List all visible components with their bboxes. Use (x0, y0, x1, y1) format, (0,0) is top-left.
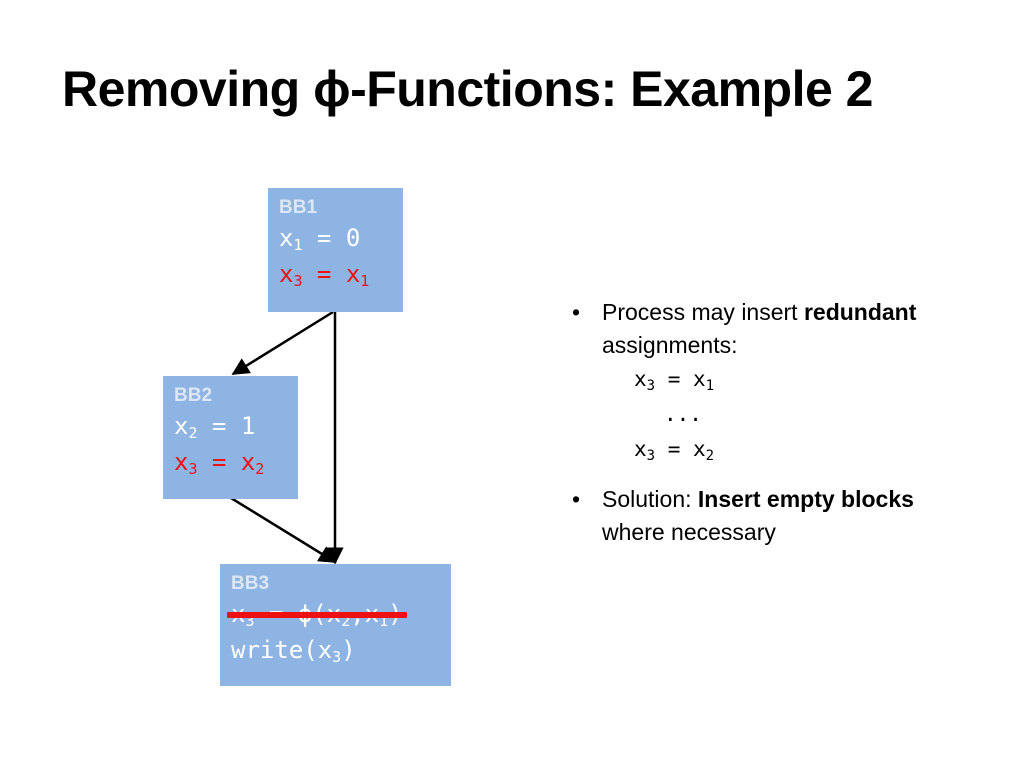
bullet-dot: • (572, 486, 581, 512)
assign-x3-from-x2: x3 = x2 (174, 448, 265, 478)
basic-block-bb1: BB1 x1 = 0 x3 = x1 (268, 188, 403, 312)
bullet-list: • Process may insert redundant assignmen… (572, 296, 972, 563)
basic-block-bb3: BB3 x3 = ϕ(x2,x1) write(x3) (220, 564, 451, 686)
bullet-solution: • Solution: Insert empty blocks where ne… (572, 483, 972, 549)
write-call: write(x3) (231, 636, 356, 666)
code-line-2: x3 = x2 (634, 437, 715, 464)
phi-line: x3 = ϕ(x2,x1) (227, 596, 441, 632)
strikethrough-bar (227, 612, 407, 618)
bullet-dot: • (572, 299, 581, 325)
basic-block-bb2: BB2 x2 = 1 x3 = x2 (163, 376, 298, 499)
code-line-1: x3 = x1 (634, 367, 715, 394)
block-label: BB1 (279, 197, 318, 218)
block-label: BB2 (174, 385, 213, 406)
assign-x1: x1 = 0 (279, 224, 361, 254)
block-label: BB3 (231, 573, 270, 594)
edge-bb2-bb3 (230, 496, 337, 564)
slide-title: Removing ϕ-Functions: Example 2 (62, 61, 874, 117)
edge-bb1-bb2 (231, 310, 334, 376)
assign-x3-from-x1: x3 = x1 (279, 260, 370, 290)
phi-function-struck: x3 = ϕ(x2,x1) (227, 596, 407, 632)
assign-x2: x2 = 1 (174, 412, 256, 442)
bullet-redundant: • Process may insert redundant assignmen… (572, 296, 972, 467)
redundant-code: x3 = x1... x3 = x2 (602, 362, 972, 467)
code-ellipsis: ... (664, 402, 702, 426)
